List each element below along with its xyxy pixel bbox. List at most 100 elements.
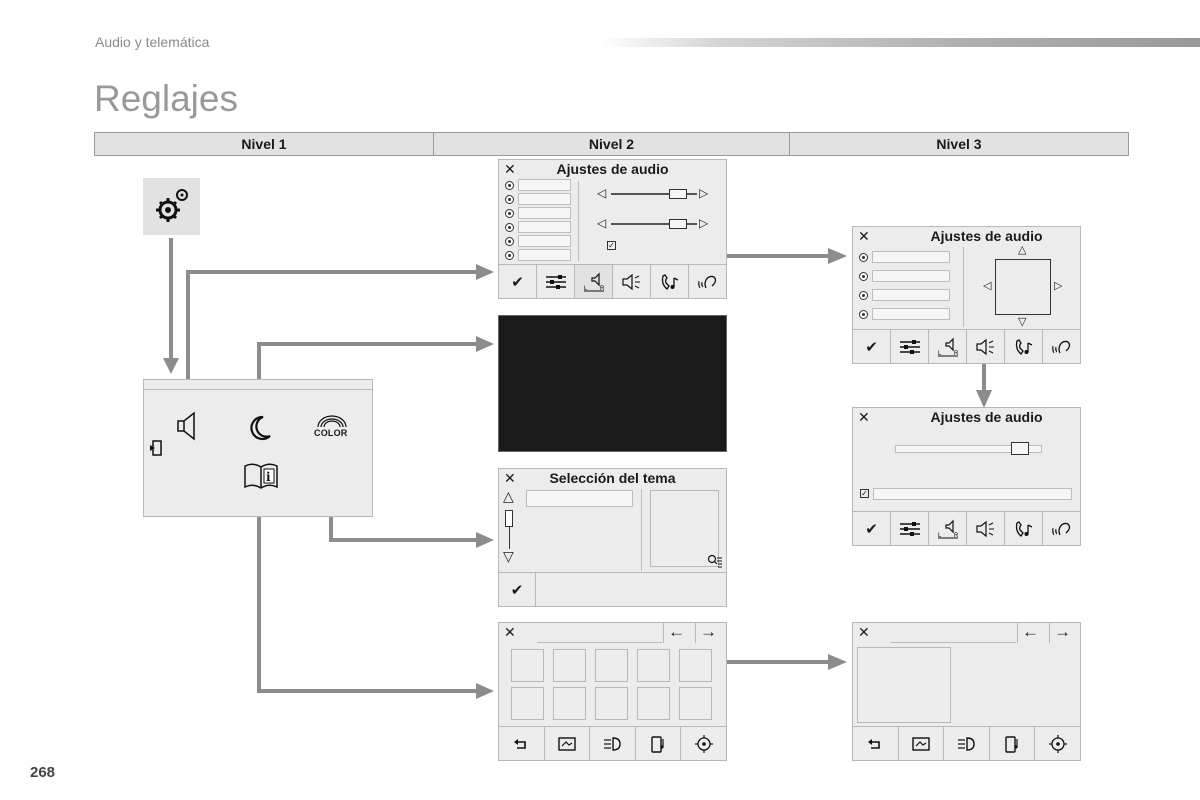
- scroll-up-icon[interactable]: △: [503, 488, 514, 504]
- checkbox[interactable]: ✓: [607, 241, 616, 250]
- radio-option[interactable]: [859, 272, 868, 281]
- arrow-right-icon[interactable]: →: [1054, 622, 1071, 641]
- scroll-thumb[interactable]: [505, 510, 513, 527]
- back-icon[interactable]: [853, 727, 899, 760]
- option-field[interactable]: [518, 193, 571, 205]
- voice-icon[interactable]: [1043, 512, 1080, 545]
- arrow-right-icon[interactable]: →: [700, 622, 717, 641]
- radio-option[interactable]: [505, 209, 514, 218]
- option-field[interactable]: [873, 488, 1072, 500]
- radio-option[interactable]: [859, 310, 868, 319]
- equalizer-icon[interactable]: [891, 330, 929, 363]
- grid-cell[interactable]: [679, 687, 712, 720]
- voice-icon[interactable]: [689, 265, 726, 298]
- option-field[interactable]: [872, 251, 950, 263]
- level-1-header: Nivel 1: [95, 133, 434, 155]
- equalizer-icon[interactable]: [891, 512, 929, 545]
- arrow-right-icon[interactable]: ▷: [699, 186, 709, 200]
- radio-option[interactable]: [505, 181, 514, 190]
- radio-option[interactable]: [505, 223, 514, 232]
- slider-thumb[interactable]: [669, 189, 687, 199]
- arrow-left-icon[interactable]: ◁: [597, 186, 607, 200]
- option-field[interactable]: [518, 221, 571, 233]
- arrow-left-icon[interactable]: ←: [1022, 622, 1039, 641]
- arrow-down-icon[interactable]: ▽: [1018, 316, 1027, 328]
- svg-text:R: R: [954, 533, 959, 539]
- option-field[interactable]: [518, 207, 571, 219]
- arrow-up-icon[interactable]: △: [1018, 244, 1027, 256]
- grid-cell[interactable]: [595, 649, 628, 682]
- headlight-icon[interactable]: [590, 727, 636, 760]
- option-field[interactable]: [518, 249, 571, 261]
- speaker-icon[interactable]: [176, 411, 198, 441]
- arrow-left-icon[interactable]: ←: [668, 622, 685, 641]
- option-field[interactable]: [872, 308, 950, 320]
- display-icon[interactable]: [899, 727, 945, 760]
- radio-option[interactable]: [505, 251, 514, 260]
- grid-cell[interactable]: [511, 687, 544, 720]
- confirm-check-icon[interactable]: ✔: [499, 573, 536, 606]
- scroll-down-icon[interactable]: ▽: [503, 548, 514, 564]
- grid-cell[interactable]: [553, 687, 586, 720]
- color-rainbow-icon[interactable]: COLOR: [312, 414, 352, 442]
- slider-thumb[interactable]: [669, 219, 687, 229]
- arrow-right-icon[interactable]: ▷: [699, 216, 709, 230]
- phone-music-icon[interactable]: [1005, 330, 1043, 363]
- arrow-left-icon[interactable]: ◁: [983, 280, 992, 292]
- grid-cell[interactable]: [511, 649, 544, 682]
- radio-option[interactable]: [505, 237, 514, 246]
- moon-icon[interactable]: [247, 414, 273, 442]
- volume-loudness-icon[interactable]: [613, 265, 651, 298]
- volume-loudness-icon[interactable]: [967, 330, 1005, 363]
- info-book-icon[interactable]: i: [243, 462, 279, 490]
- close-icon[interactable]: ✕: [504, 624, 516, 640]
- zoom-list-icon[interactable]: [707, 554, 723, 568]
- close-icon[interactable]: ✕: [858, 624, 870, 640]
- radio-option[interactable]: [859, 291, 868, 300]
- grid-cell[interactable]: [637, 687, 670, 720]
- navigation-icon[interactable]: [1035, 727, 1080, 760]
- slider-thumb[interactable]: [1011, 442, 1029, 455]
- confirm-check-icon[interactable]: ✔: [499, 265, 537, 298]
- balance-area[interactable]: [995, 259, 1051, 315]
- phone-music-icon[interactable]: [651, 265, 689, 298]
- grid-cell[interactable]: [637, 649, 670, 682]
- radio-option[interactable]: [859, 253, 868, 262]
- option-field[interactable]: [518, 235, 571, 247]
- phone-media-icon[interactable]: [636, 727, 682, 760]
- navigation-icon[interactable]: [681, 727, 726, 760]
- option-field[interactable]: [518, 179, 571, 191]
- theme-list-item[interactable]: [526, 490, 633, 507]
- arrow-left-icon[interactable]: ◁: [597, 216, 607, 230]
- confirm-check-icon[interactable]: ✔: [853, 330, 891, 363]
- back-icon[interactable]: [499, 727, 545, 760]
- headlight-icon[interactable]: [944, 727, 990, 760]
- radio-option[interactable]: [505, 195, 514, 204]
- phone-media-icon[interactable]: [990, 727, 1036, 760]
- grid-cell[interactable]: [679, 649, 712, 682]
- arrow-right-icon[interactable]: ▷: [1054, 280, 1063, 292]
- close-icon[interactable]: ✕: [504, 161, 516, 177]
- close-icon[interactable]: ✕: [504, 470, 516, 486]
- voice-icon[interactable]: [1043, 330, 1080, 363]
- exit-icon[interactable]: [149, 440, 163, 456]
- volume-loudness-icon[interactable]: [967, 512, 1005, 545]
- equalizer-icon[interactable]: [537, 265, 575, 298]
- confirm-check-icon[interactable]: ✔: [853, 512, 891, 545]
- settings-gears-icon[interactable]: [143, 178, 200, 235]
- checkbox[interactable]: ✓: [860, 489, 869, 498]
- phone-music-icon[interactable]: [1005, 512, 1043, 545]
- grid-cell[interactable]: [595, 687, 628, 720]
- display-icon[interactable]: [545, 727, 591, 760]
- level-2-header: Nivel 2: [434, 133, 790, 155]
- close-icon[interactable]: ✕: [858, 409, 870, 425]
- option-field[interactable]: [872, 270, 950, 282]
- option-field[interactable]: [872, 289, 950, 301]
- grid-cell[interactable]: [553, 649, 586, 682]
- close-icon[interactable]: ✕: [858, 228, 870, 244]
